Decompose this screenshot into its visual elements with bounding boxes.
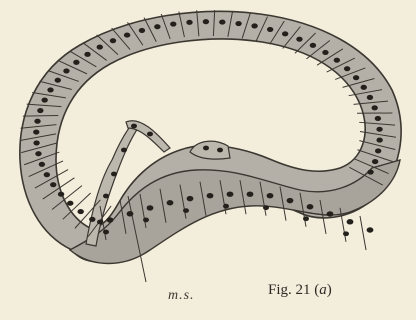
- nucleus: [121, 148, 127, 153]
- nucleus: [183, 208, 189, 213]
- nucleus: [303, 216, 309, 221]
- nucleus: [58, 192, 64, 197]
- nucleus: [307, 204, 314, 209]
- nucleus: [361, 85, 367, 90]
- nucleus: [167, 200, 174, 205]
- nucleus: [344, 66, 350, 71]
- nucleus: [282, 31, 288, 36]
- nucleus: [223, 204, 229, 209]
- nucleus: [217, 148, 223, 153]
- nucleus: [251, 23, 257, 28]
- nucleus: [367, 95, 373, 100]
- nucleus: [77, 209, 83, 214]
- nucleus: [227, 191, 234, 196]
- caption-prefix: Fig. 21 (: [268, 282, 319, 298]
- nucleus: [37, 108, 43, 113]
- nucleus: [371, 105, 377, 110]
- nucleus: [310, 43, 316, 48]
- outer-epithelium: [20, 11, 401, 262]
- nucleus: [287, 198, 294, 203]
- nucleus: [35, 151, 41, 156]
- caption-letter: a: [319, 282, 327, 298]
- nucleus: [207, 193, 214, 198]
- nucleus: [131, 124, 137, 129]
- nucleus: [327, 211, 334, 216]
- label-ms: m.s.: [168, 288, 195, 304]
- nucleus: [247, 191, 254, 196]
- caption-suffix: ): [327, 282, 332, 298]
- nucleus: [154, 24, 160, 29]
- nucleus: [97, 45, 103, 50]
- nucleus: [111, 172, 117, 177]
- nucleus: [235, 21, 241, 26]
- nucleus: [103, 230, 109, 235]
- nucleus: [124, 33, 130, 38]
- nucleus: [187, 196, 194, 201]
- nucleus: [41, 97, 47, 102]
- nucleus: [219, 20, 225, 25]
- nucleus: [267, 193, 274, 198]
- nucleus: [103, 194, 109, 199]
- nucleus: [203, 19, 209, 24]
- nucleus: [267, 27, 273, 32]
- nucleus: [296, 37, 302, 42]
- nucleus: [203, 146, 209, 151]
- nucleus: [55, 78, 61, 83]
- nucleus: [50, 182, 56, 187]
- nucleus: [89, 217, 95, 222]
- nucleus: [367, 169, 373, 174]
- nucleus: [84, 52, 90, 57]
- nucleus: [263, 205, 269, 210]
- nucleus: [322, 50, 328, 55]
- figure-caption: Fig. 21 (a): [268, 282, 332, 299]
- nucleus: [347, 219, 354, 224]
- cell-wall: [23, 116, 58, 117]
- nucleus: [127, 211, 134, 216]
- nucleus: [147, 205, 154, 210]
- nucleus: [353, 75, 359, 80]
- nucleus: [334, 58, 340, 63]
- nucleus: [375, 148, 381, 153]
- nucleus: [376, 127, 382, 132]
- nucleus: [110, 38, 116, 43]
- nucleus: [67, 201, 73, 206]
- nucleus: [139, 28, 145, 33]
- nucleus: [34, 119, 40, 124]
- nucleus: [170, 21, 176, 26]
- nucleus: [375, 116, 381, 121]
- nucleus: [47, 87, 53, 92]
- nucleus: [33, 129, 39, 134]
- nucleus: [97, 220, 103, 225]
- nucleus: [44, 172, 50, 177]
- nucleus: [343, 231, 349, 236]
- cell-wall: [360, 216, 366, 250]
- nucleus: [372, 159, 378, 164]
- nucleus: [39, 162, 45, 167]
- nucleus: [376, 138, 382, 143]
- nucleus: [147, 132, 153, 137]
- nucleus: [367, 227, 374, 232]
- nucleus: [63, 68, 69, 73]
- nucleus: [107, 217, 114, 222]
- nucleus: [143, 218, 149, 223]
- nucleus: [73, 60, 79, 65]
- nucleus: [33, 140, 39, 145]
- nucleus: [186, 20, 192, 25]
